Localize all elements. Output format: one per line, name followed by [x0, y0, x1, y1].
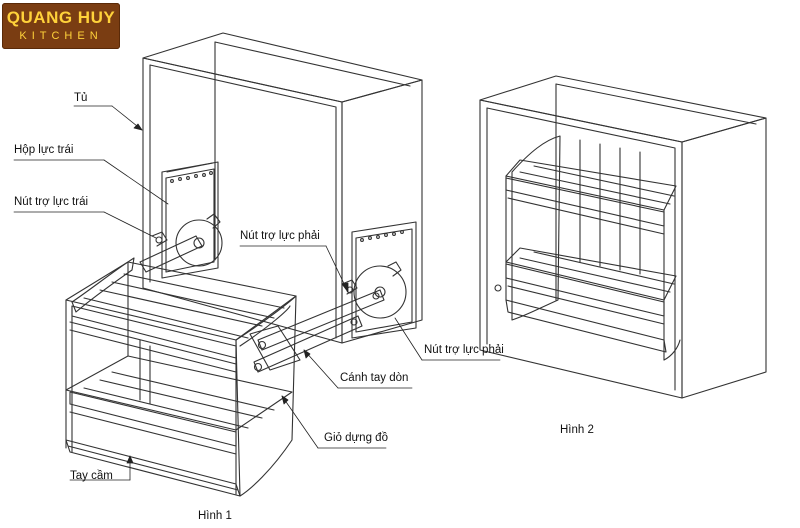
basket-2 — [494, 135, 681, 361]
logo-text-bottom: KITCHEN — [19, 30, 103, 42]
label-gio-dung-do: Giỏ dựng đồ — [324, 432, 388, 444]
brand-logo: QUANG HUY KITCHEN — [2, 3, 120, 49]
basket-1 — [65, 257, 297, 497]
left-spring-box — [151, 161, 223, 279]
label-nut-tro-luc-phai-bottom: Nút trợ lực phải — [424, 344, 504, 356]
lift-arms — [139, 235, 385, 373]
label-tay-cam: Tay cầm — [70, 470, 113, 482]
caption-hinh-1: Hình 1 — [198, 510, 232, 522]
right-spring-box — [341, 221, 417, 339]
label-nut-tro-luc-trai: Nút trợ lực trái — [14, 196, 89, 208]
label-tu: Tủ — [74, 92, 88, 104]
label-nut-tro-luc-phai-top: Nút trợ lực phải — [240, 230, 320, 242]
label-canh-tay-don: Cánh tay dòn — [340, 372, 409, 384]
leader-lines — [13, 105, 501, 481]
cabinet-2 — [479, 75, 767, 399]
label-hop-luc-trai: Hộp lực trái — [14, 144, 74, 156]
caption-hinh-2: Hình 2 — [560, 424, 594, 436]
logo-text-top: QUANG HUY — [6, 8, 116, 27]
cabinet-1 — [142, 32, 423, 344]
